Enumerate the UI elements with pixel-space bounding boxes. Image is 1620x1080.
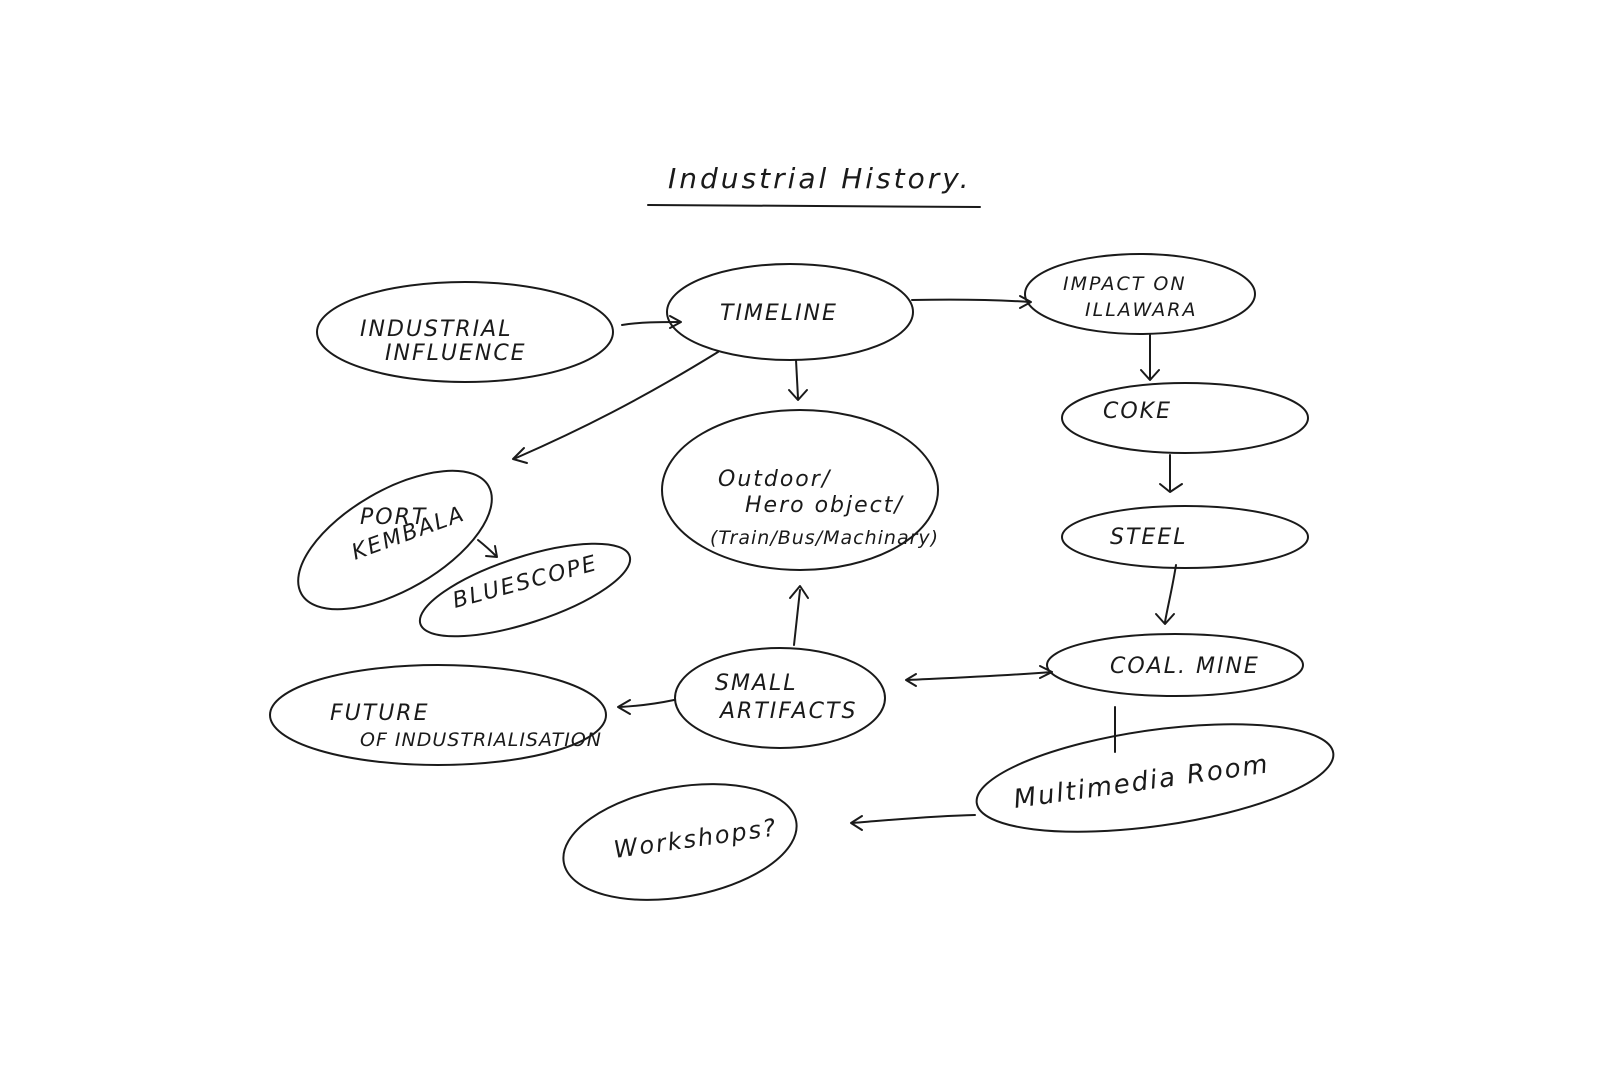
- node-outdoor-hero-object: Outdoor/ Hero object/ (Train/Bus/Machina…: [661, 409, 939, 571]
- arrowhead-artifacts-end: [905, 673, 917, 687]
- node-label-line-1: PORT: [360, 505, 427, 530]
- node-label-line-1: TIMELINE: [720, 301, 838, 326]
- arrowhead-artifacts-to-outdoor: [789, 585, 809, 599]
- node-label-line-1: STEEL: [1110, 525, 1187, 550]
- edge-timeline-to-port: [515, 351, 719, 459]
- title-underline: [647, 204, 981, 208]
- node-label-line-1: Multimedia Room: [1012, 749, 1272, 815]
- edge-artifacts-to-future: [619, 699, 675, 708]
- node-outline: [1061, 505, 1309, 569]
- node-label-line-2: ARTIFACTS: [718, 699, 857, 724]
- node-coal-mine: COAL. MINE: [1046, 633, 1304, 697]
- node-small-artifacts: SMALL ARTIFACTS: [674, 647, 886, 749]
- node-steel: STEEL: [1061, 505, 1309, 569]
- node-future-of-industrialisation: FUTURE OF INDUSTRIALISATION: [269, 664, 607, 766]
- node-label-line-1: COKE: [1103, 399, 1172, 424]
- node-multimedia-room: Multimedia Room: [975, 723, 1335, 833]
- edge-timeline-to-outdoor: [795, 359, 799, 399]
- arrowhead-influence-to-timeline: [669, 315, 682, 329]
- edge-coal-to-artifacts: [907, 671, 1053, 681]
- edge-timeline-to-impact: [911, 298, 1031, 303]
- node-outline: [316, 281, 614, 383]
- node-outline: [562, 783, 798, 901]
- edges: [477, 295, 1183, 831]
- node-label-line-1: COAL. MINE: [1110, 654, 1260, 679]
- node-outline: [975, 723, 1335, 833]
- arrowhead-coke-to-steel: [1159, 483, 1183, 493]
- diagram-title: Industrial History.: [647, 162, 981, 208]
- arrowhead-artifacts-to-future: [617, 699, 631, 715]
- node-outline: [1061, 382, 1309, 454]
- node-outline: [666, 263, 914, 361]
- arrowhead-impact-to-coke: [1140, 369, 1160, 381]
- node-outline: [269, 664, 607, 766]
- node-workshops: Workshops?: [562, 783, 798, 901]
- node-label-line-1: FUTURE: [330, 701, 429, 726]
- node-label-line-3: (Train/Bus/Machinary): [710, 527, 939, 549]
- node-label-line-1: INDUSTRIAL: [360, 317, 512, 342]
- node-outline: [1046, 633, 1304, 697]
- node-outline: [661, 409, 939, 571]
- arrowhead-multimedia-to-workshops: [850, 815, 863, 831]
- node-impact-on-illawarra: IMPACT ON ILLAWARA: [1024, 253, 1256, 335]
- node-label-line-1: SMALL: [715, 671, 798, 696]
- edge-influence-to-timeline: [621, 321, 681, 326]
- node-label-line-2: Hero object/: [745, 493, 904, 518]
- node-coke: COKE: [1061, 382, 1309, 454]
- node-bluescope: BLUESCOPE: [418, 542, 632, 638]
- arrowhead-timeline-to-port: [512, 447, 528, 464]
- node-timeline: TIMELINE: [666, 263, 914, 361]
- arrowhead-coal-end: [1039, 665, 1053, 679]
- title-text: Industrial History.: [668, 162, 972, 195]
- node-industrial-influence: INDUSTRIAL INFLUENCE: [316, 281, 614, 383]
- node-outline: [418, 542, 632, 638]
- node-label-line-2: ILLAWARA: [1085, 299, 1197, 321]
- arrowhead-steel-to-coal: [1155, 613, 1175, 625]
- node-label-line-1: Workshops?: [612, 813, 779, 864]
- node-outline: [1024, 253, 1256, 335]
- arrowhead-port-to-bluescope: [485, 545, 498, 558]
- edge-multimedia-to-workshops: [851, 814, 976, 824]
- node-label-line-2: INFLUENCE: [385, 341, 527, 366]
- node-outline: [674, 647, 886, 749]
- node-label-line-1: Outdoor/: [718, 467, 832, 492]
- node-outline: [297, 469, 493, 611]
- node-label-line-2: OF INDUSTRIALISATION: [360, 729, 602, 751]
- arrowhead-timeline-to-impact: [1019, 295, 1032, 309]
- arrowhead-timeline-to-outdoor: [788, 389, 808, 401]
- edge-steel-to-coal: [1164, 564, 1177, 623]
- edge-port-to-bluescope: [477, 539, 497, 557]
- node-label-line-1: IMPACT ON: [1063, 273, 1187, 295]
- edge-artifacts-to-outdoor: [793, 589, 801, 646]
